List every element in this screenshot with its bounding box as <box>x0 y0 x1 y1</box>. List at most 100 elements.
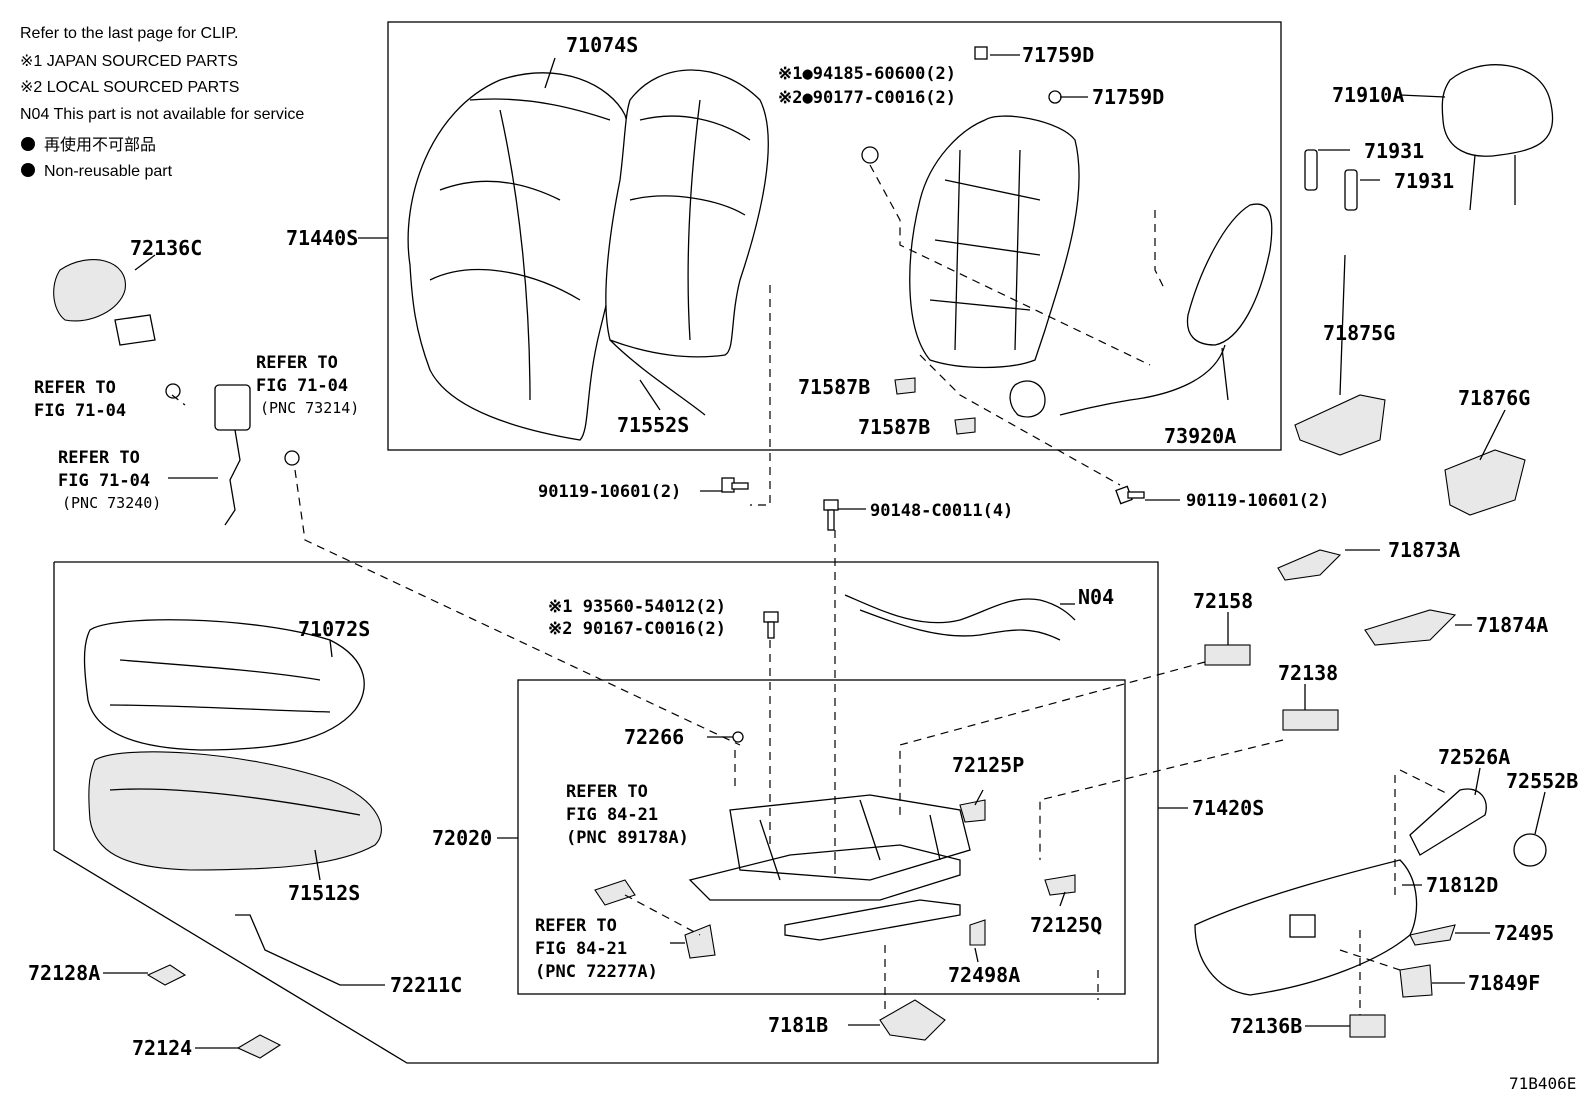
headrest-guide-71931[interactable] <box>1304 149 1358 211</box>
label-71812D: 71812D <box>1426 873 1498 897</box>
bracket-71873A[interactable] <box>1277 549 1342 581</box>
cover-72138[interactable] <box>1282 709 1339 731</box>
seat-track-group-box <box>517 679 1126 995</box>
clip-72266[interactable] <box>732 731 744 743</box>
bracket-71876G[interactable] <box>1444 449 1526 516</box>
label-71552S: 71552S <box>617 413 689 437</box>
ref-89178-line2: FIG 84-21 <box>566 805 658 825</box>
seat-adjuster-72020[interactable] <box>688 794 971 941</box>
cushion-group-box <box>53 561 1159 1064</box>
label-72526A: 72526A <box>1438 745 1510 769</box>
label-71072S: 71072S <box>298 617 370 641</box>
rod-72211C[interactable] <box>235 914 355 986</box>
bracket-72277A <box>684 924 716 959</box>
bolt-90119-right[interactable] <box>1115 485 1145 505</box>
legend-nonreusable-jp: 再使用不可部品 <box>44 136 156 154</box>
clip-72498A[interactable] <box>969 919 986 946</box>
seatbelt-buckle <box>214 384 251 526</box>
label-71440S: 71440S <box>286 226 358 250</box>
ref-73240-line1: REFER TO <box>58 448 140 468</box>
side-shield-71812D[interactable] <box>1194 859 1418 996</box>
side-airbag-73920A[interactable] <box>1059 203 1273 416</box>
label-71587B: 71587B <box>858 415 930 439</box>
ref-73214-line1: REFER TO <box>256 353 338 373</box>
label-93560-54012: ※1 93560-54012(2) <box>548 597 726 617</box>
label-71074S: 71074S <box>566 33 638 57</box>
label-72211C: 72211C <box>390 973 462 997</box>
wire-harness-N04[interactable] <box>844 594 1076 641</box>
label-72125Q: 72125Q <box>1030 913 1102 937</box>
label-94185-60600: ※1●94185-60600(2) <box>778 64 956 84</box>
cushion-cover-71072S[interactable] <box>83 619 365 751</box>
label-72136C: 72136C <box>130 236 202 260</box>
label-71874A: 71874A <box>1476 613 1548 637</box>
ref-72277-line1: REFER TO <box>535 916 617 936</box>
seatback-group-box <box>387 21 1282 451</box>
figure-code: 71B406E <box>1509 1074 1576 1093</box>
adjust-knob-72526A[interactable] <box>1409 788 1547 867</box>
clip-72125P[interactable] <box>959 799 986 823</box>
clip-71759D[interactable] <box>1048 90 1062 104</box>
clip-71759D[interactable] <box>974 46 988 60</box>
ref-73240-line2: FIG 71-04 <box>58 471 150 491</box>
seatback-cover-71074S[interactable] <box>407 72 631 441</box>
label-71587B: 71587B <box>798 375 870 399</box>
bolt-90119-left[interactable] <box>721 477 749 493</box>
label-72020: 72020 <box>432 826 492 850</box>
bracket-71874A[interactable] <box>1364 609 1457 646</box>
label-72125P: 72125P <box>952 753 1024 777</box>
headrest-71910A[interactable] <box>1441 64 1554 211</box>
ref-72277-line3: (PNC 72277A) <box>535 962 658 982</box>
label-72124: 72124 <box>132 1036 192 1060</box>
cover-72495[interactable] <box>1409 924 1456 946</box>
clip-72125Q[interactable] <box>1044 874 1076 896</box>
part-labels: 71074S 71440S 71552S 71759D 71759D ※1●94… <box>28 33 1578 1060</box>
legend-n04: N04 This part is not available for servi… <box>20 106 304 123</box>
dashed-connections <box>171 164 1451 1015</box>
label-72266: 72266 <box>624 725 684 749</box>
cushion-pad-71512S[interactable] <box>88 751 382 871</box>
bolt-93560[interactable] <box>763 611 779 639</box>
label-73920A: 73920A <box>1164 424 1236 448</box>
clip-71587B[interactable] <box>894 377 916 395</box>
bracket-71875G[interactable] <box>1294 394 1386 456</box>
legend-local-sourced: ※2 LOCAL SOURCED PARTS <box>20 79 239 96</box>
label-71875G: 71875G <box>1323 321 1395 345</box>
leader-lines <box>103 54 1546 1049</box>
bracket-7181B[interactable] <box>879 999 946 1041</box>
clip-71587B[interactable] <box>954 417 976 435</box>
label-90177-C0016: ※2●90177-C0016(2) <box>778 88 956 108</box>
ref-72277-line2: FIG 84-21 <box>535 939 627 959</box>
nut-ref-73214 <box>284 450 300 466</box>
ref-89178-line1: REFER TO <box>566 782 648 802</box>
cover-71849F[interactable] <box>1399 964 1433 998</box>
ref-89178-line3: (PNC 89178A) <box>566 828 689 848</box>
label-72138: 72138 <box>1278 661 1338 685</box>
cover-72136C[interactable] <box>53 259 156 346</box>
label-90119-10601: 90119-10601(2) <box>1186 491 1329 511</box>
bolt-90148[interactable] <box>823 499 839 531</box>
label-90119-10601: 90119-10601(2) <box>538 482 681 502</box>
ref-71-04-line2: FIG 71-04 <box>34 401 126 421</box>
label-72158: 72158 <box>1193 589 1253 613</box>
legend-japan-sourced: ※1 JAPAN SOURCED PARTS <box>20 53 238 70</box>
cover-72158[interactable] <box>1204 644 1251 666</box>
label-72495: 72495 <box>1494 921 1554 945</box>
label-71931: 71931 <box>1394 169 1454 193</box>
cover-72136B[interactable] <box>1349 1014 1386 1038</box>
legend-nonreusable-en: Non-reusable part <box>44 163 173 180</box>
label-90148-C0011: 90148-C0011(4) <box>870 501 1013 521</box>
seatback-frame <box>909 115 1080 418</box>
label-71876G: 71876G <box>1458 386 1530 410</box>
seatback-pad-71552S[interactable] <box>605 69 769 416</box>
nut-ref-71-04 <box>165 383 181 399</box>
cover-72124[interactable] <box>236 1034 282 1059</box>
label-71849F: 71849F <box>1468 971 1540 995</box>
cover-72128A[interactable] <box>146 964 187 986</box>
label-72498A: 72498A <box>948 963 1020 987</box>
label-71910A: 71910A <box>1332 83 1404 107</box>
label-72128A: 72128A <box>28 961 100 985</box>
nut-94185[interactable] <box>861 146 879 164</box>
label-N04: N04 <box>1078 585 1114 609</box>
